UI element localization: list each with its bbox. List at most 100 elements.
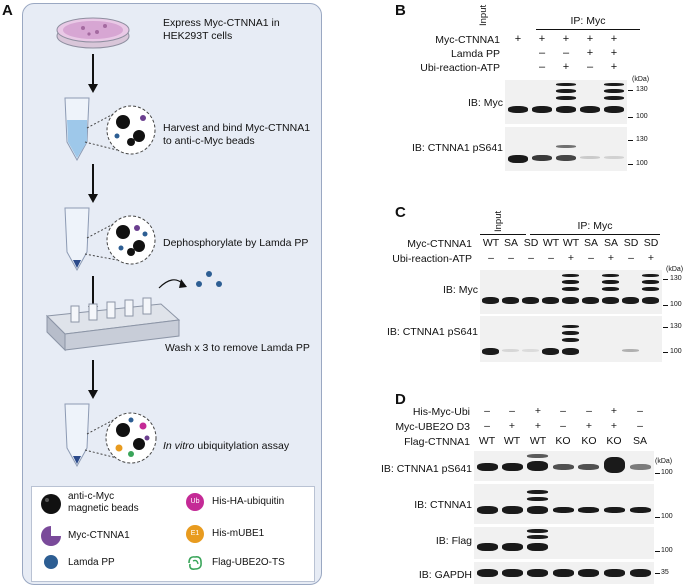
panel-c-marker-130a: 130: [670, 275, 682, 282]
panel-c-marker-100b: 100: [670, 348, 682, 355]
lane-symbol: SD: [641, 237, 661, 249]
panel-b-ip-line: [536, 29, 640, 30]
arrow-1-icon: [87, 54, 99, 94]
lane-symbol: +: [561, 252, 581, 264]
lane-symbol: SA: [581, 237, 601, 249]
panel-b-marker-130b: 130: [636, 136, 648, 143]
panel-c-tick-130b: [663, 327, 668, 328]
lane-symbol: +: [577, 420, 601, 432]
lane-symbol: –: [556, 47, 576, 59]
culture-dish-icon: [53, 10, 133, 52]
panel-d-marker-100b: 100: [661, 513, 673, 520]
lamda-release-icon: [191, 266, 231, 294]
lane-symbol: +: [556, 33, 576, 45]
lane-symbol: SD: [521, 237, 541, 249]
panel-b-row-myc: Myc-CTNNA1: [385, 34, 500, 46]
lane-symbol: WT: [500, 435, 524, 447]
panel-c-row-myc: Myc-CTNNA1: [360, 238, 472, 250]
panel-b-row-lamda: Lamda PP: [385, 48, 500, 60]
panel-d-blot-ps641: [474, 451, 654, 481]
lane-symbol: +: [532, 33, 552, 45]
lane-symbol: KO: [551, 435, 575, 447]
lane-symbol: –: [501, 252, 521, 264]
lane-symbol: +: [526, 405, 550, 417]
lane-symbol: +: [580, 33, 600, 45]
lane-symbol: +: [604, 61, 624, 73]
lane-symbol: +: [580, 47, 600, 59]
panel-d-ib-ps641: IB: CTNNA1 pS641: [340, 463, 472, 475]
panel-d-tick-100b: [655, 517, 660, 518]
lane-symbol: +: [526, 420, 550, 432]
panel-c-kda: (kDa): [666, 266, 683, 273]
lane-symbol: +: [604, 33, 624, 45]
lane-symbol: –: [500, 405, 524, 417]
tube-ubiquitylation-icon: [59, 400, 159, 474]
lane-symbol: WT: [561, 237, 581, 249]
panel-c-tick-100a: [663, 305, 668, 306]
lane-symbol: –: [532, 47, 552, 59]
tube-dephos-icon: [59, 204, 159, 274]
ube2o-icon: [185, 553, 205, 573]
panel-a-label: A: [2, 2, 13, 19]
panel-b-tick-100a: [628, 117, 633, 118]
panel-b-kda: (kDa): [632, 76, 649, 83]
panel-b-ib-ps641: IB: CTNNA1 pS641: [385, 142, 503, 154]
panel-c-input-label: Input: [493, 211, 504, 232]
lane-symbol: –: [521, 252, 541, 264]
panel-b-tick-130b: [628, 140, 633, 141]
panel-c-ib-myc: IB: Myc: [360, 284, 478, 296]
lane-symbol: +: [602, 420, 626, 432]
panel-b-marker-100a: 100: [636, 113, 648, 120]
panel-d-ib-gapdh: IB: GAPDH: [340, 569, 472, 581]
panel-c-tick-130a: [663, 279, 668, 280]
panel-b-ip-label: IP: Myc: [536, 15, 640, 27]
panel-d-blot-gapdh: [474, 562, 654, 584]
lane-symbol: +: [641, 252, 661, 264]
panel-d-marker-100a: 100: [661, 469, 673, 476]
lane-symbol: +: [556, 61, 576, 73]
panel-d-ib-ctnna1: IB: CTNNA1: [340, 499, 472, 511]
lane-symbol: –: [628, 405, 652, 417]
legend-ubiquitin-label: His-HA-ubiquitin: [212, 496, 284, 508]
arrow-4-icon: [87, 360, 99, 400]
lane-symbol: –: [532, 61, 552, 73]
panel-b-blot-myc: [505, 80, 627, 124]
lamda-pp-icon: [42, 553, 60, 571]
ubiquitin-icon: Ub: [186, 493, 204, 511]
step-5-text: In vitro ubiquitylation assay: [163, 440, 289, 453]
legend-ctnna1-label: Myc-CTNNA1: [68, 530, 130, 542]
legend-mube1-label: His-mUBE1: [212, 528, 264, 540]
mube1-icon: E1: [186, 525, 204, 543]
panel-d-ib-flag: IB: Flag: [340, 535, 472, 547]
legend-lamda-label: Lamda PP: [68, 557, 115, 569]
lane-symbol: WT: [475, 435, 499, 447]
lane-symbol: KO: [602, 435, 626, 447]
step-4-text: Wash x 3 to remove Lamda PP: [165, 342, 310, 355]
legend: anti-c-Mycmagnetic beads Myc-CTNNA1 Lamd…: [31, 486, 315, 582]
lane-symbol: SA: [601, 237, 621, 249]
panel-b-blot-ps641: [505, 127, 627, 171]
panel-d-row-ubi: His-Myc-Ubi: [360, 406, 470, 418]
panel-c-marker-100a: 100: [670, 301, 682, 308]
panel-b-tick-130a: [628, 90, 633, 91]
lane-symbol: –: [581, 252, 601, 264]
arrow-2-icon: [87, 164, 99, 204]
panel-d-tick-100a: [655, 473, 660, 474]
panel-d-kda: (kDa): [655, 458, 672, 465]
panel-c-ip-label: IP: Myc: [530, 220, 660, 232]
panel-d-row-ube2o: Myc-UBE2O D3: [360, 421, 470, 433]
lane-symbol: –: [577, 405, 601, 417]
lane-symbol: –: [551, 420, 575, 432]
panel-b-marker-130a: 130: [636, 86, 648, 93]
panel-b-row-ubi: Ubi-reaction-ATP: [385, 62, 500, 74]
panel-d-marker-35: 35: [661, 569, 669, 576]
panel-d-tick-35: [655, 573, 660, 574]
panel-c-label: C: [395, 204, 406, 221]
myc-ctnna1-icon: [40, 525, 62, 547]
panel-c-ip-line: [530, 234, 660, 235]
lane-symbol: SA: [628, 435, 652, 447]
panel-c-input-line: [480, 234, 526, 235]
panel-c-marker-130b: 130: [670, 323, 682, 330]
panel-d-blot-ctnna1: [474, 484, 654, 524]
lane-symbol: –: [481, 252, 501, 264]
